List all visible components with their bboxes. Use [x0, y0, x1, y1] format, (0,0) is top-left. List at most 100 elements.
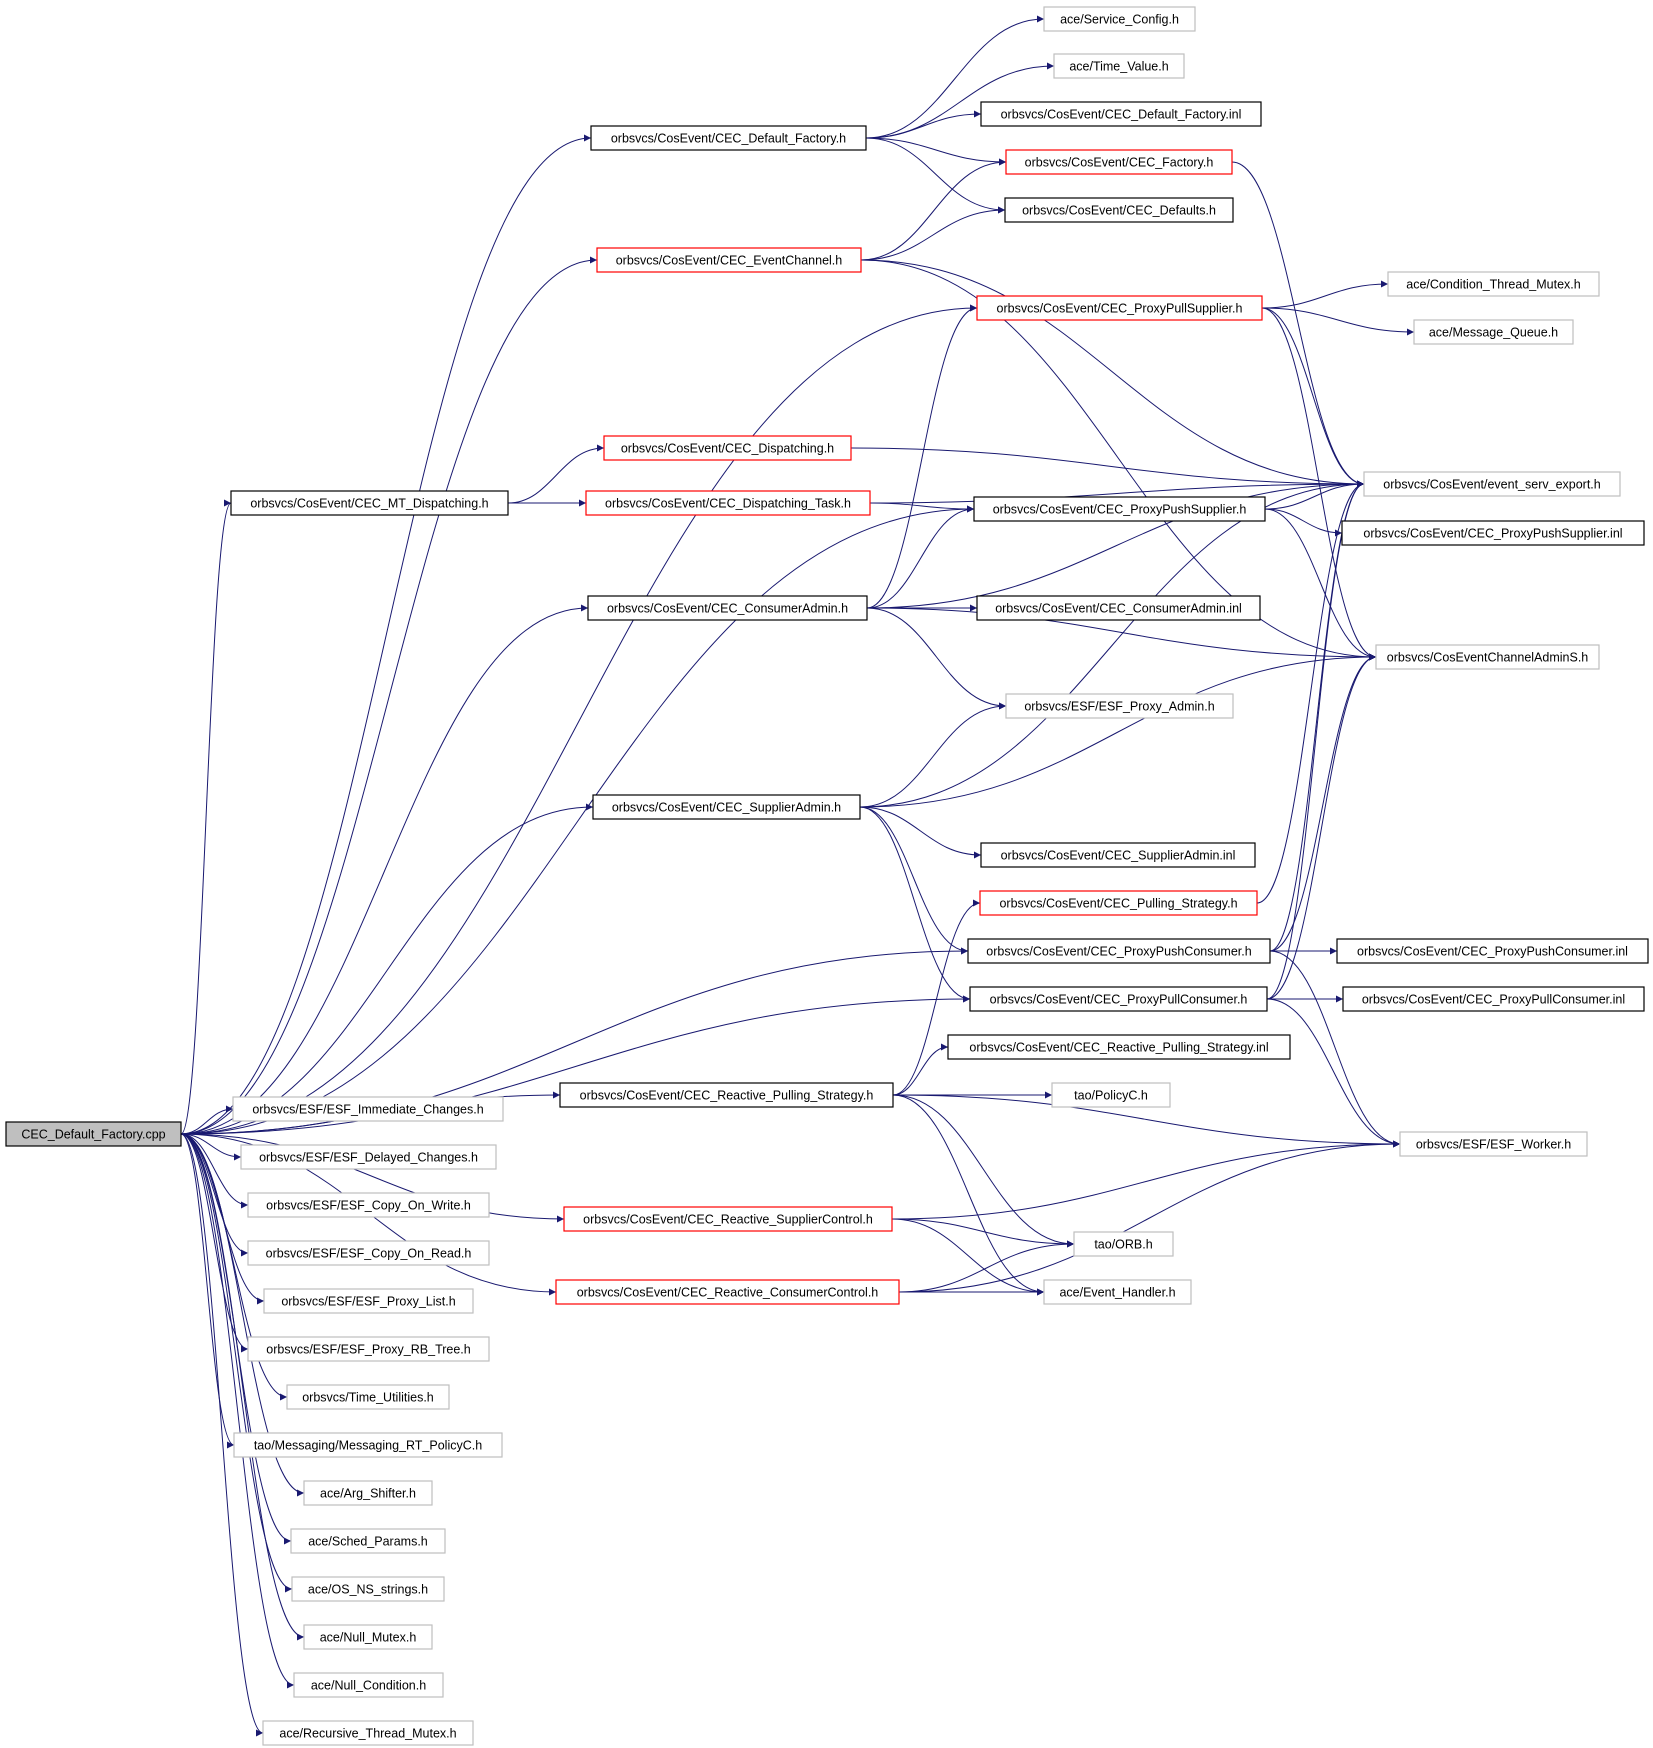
node-pulling-strategy-h[interactable]: orbsvcs/CosEvent/CEC_Pulling_Strategy.h — [979, 890, 1258, 916]
node-def-factory-inl[interactable]: orbsvcs/CosEvent/CEC_Default_Factory.inl — [980, 101, 1262, 127]
node-esf-delayed[interactable]: orbsvcs/ESF/ESF_Delayed_Changes.h — [240, 1144, 497, 1170]
node-box — [1005, 149, 1233, 175]
node-consumeradmin-h[interactable]: orbsvcs/CosEvent/CEC_ConsumerAdmin.h — [587, 595, 868, 621]
node-box — [1375, 644, 1600, 670]
node-reactive-supplierctl-h[interactable]: orbsvcs/CosEvent/CEC_Reactive_SupplierCo… — [563, 1206, 893, 1232]
node-proxypullsupplier-h[interactable]: orbsvcs/CosEvent/CEC_ProxyPullSupplier.h — [976, 295, 1263, 321]
edge-root-to-null_condition — [180, 1133, 295, 1689]
node-esf-proxy-rb-tree[interactable]: orbsvcs/ESF/ESF_Proxy_RB_Tree.h — [247, 1336, 490, 1362]
node-box — [555, 1279, 900, 1305]
node-esf-copy-on-write[interactable]: orbsvcs/ESF/ESF_Copy_On_Write.h — [247, 1192, 490, 1218]
node-box — [1413, 319, 1574, 345]
node-box — [5, 1121, 182, 1147]
node-defaults-h[interactable]: orbsvcs/CosEvent/CEC_Defaults.h — [1004, 197, 1234, 223]
edge-reactive_supplierctl_h-to-event_handler — [891, 1218, 1045, 1296]
node-box — [232, 1096, 504, 1122]
node-messaging-rt-policyc[interactable]: tao/Messaging/Messaging_RT_PolicyC.h — [233, 1432, 503, 1458]
node-box — [969, 986, 1268, 1012]
node-proxypushsupplier-inl[interactable]: orbsvcs/CosEvent/CEC_ProxyPushSupplier.i… — [1341, 520, 1645, 546]
node-esf-proxy-list[interactable]: orbsvcs/ESF/ESF_Proxy_List.h — [263, 1288, 474, 1314]
node-label: orbsvcs/CosEvent/CEC_ProxyPushSupplier.i… — [1363, 527, 1622, 541]
edge-proxypullsupplier_h-to-cosevent_admin_s — [1261, 307, 1377, 661]
node-box — [262, 1720, 474, 1746]
node-cond-thread-mutex[interactable]: ace/Condition_Thread_Mutex.h — [1387, 271, 1600, 297]
node-proxypushconsumer-h[interactable]: orbsvcs/CosEvent/CEC_ProxyPushConsumer.h — [967, 938, 1271, 964]
node-box — [1043, 1279, 1192, 1305]
node-box — [286, 1384, 450, 1410]
edge-supplieradmin_h-to-proxypullconsumer_h — [859, 806, 971, 1003]
node-message-queue[interactable]: ace/Message_Queue.h — [1413, 319, 1574, 345]
node-box — [967, 938, 1271, 964]
node-consumeradmin-inl[interactable]: orbsvcs/CosEvent/CEC_ConsumerAdmin.inl — [976, 595, 1261, 621]
node-label: orbsvcs/CosEvent/CEC_Pulling_Strategy.h — [999, 897, 1237, 911]
node-factory-h[interactable]: orbsvcs/CosEvent/CEC_Factory.h — [1005, 149, 1233, 175]
edge-root-to-supplieradmin_h — [180, 803, 594, 1135]
node-supplieradmin-h[interactable]: orbsvcs/CosEvent/CEC_SupplierAdmin.h — [592, 794, 861, 820]
node-label: orbsvcs/CosEvent/CEC_Reactive_Pulling_St… — [969, 1041, 1268, 1055]
node-supplieradmin-inl[interactable]: orbsvcs/CosEvent/CEC_SupplierAdmin.inl — [980, 842, 1256, 868]
node-def-factory-h[interactable]: orbsvcs/CosEvent/CEC_Default_Factory.h — [590, 125, 867, 151]
node-label: orbsvcs/CosEvent/CEC_Dispatching_Task.h — [605, 497, 851, 511]
node-label: ace/Time_Value.h — [1069, 60, 1168, 74]
node-cosevent-admin-s[interactable]: orbsvcs/CosEventChannelAdminS.h — [1375, 644, 1600, 670]
node-box — [263, 1288, 474, 1314]
node-proxypullconsumer-h[interactable]: orbsvcs/CosEvent/CEC_ProxyPullConsumer.h — [969, 986, 1268, 1012]
node-time-utilities[interactable]: orbsvcs/Time_Utilities.h — [286, 1384, 450, 1410]
node-sched-params[interactable]: ace/Sched_Params.h — [290, 1528, 446, 1554]
node-mt-dispatching-h[interactable]: orbsvcs/CosEvent/CEC_MT_Dispatching.h — [230, 490, 509, 516]
edge-dispatching_task_h-to-proxypushsupplier_h — [869, 502, 975, 513]
edge-root-to-eventchannel_h — [180, 256, 598, 1135]
node-esf-worker[interactable]: orbsvcs/ESF/ESF_Worker.h — [1399, 1131, 1588, 1157]
node-arg-shifter[interactable]: ace/Arg_Shifter.h — [303, 1480, 433, 1506]
node-label: ace/Sched_Params.h — [308, 1535, 428, 1549]
node-label: orbsvcs/ESF/ESF_Worker.h — [1416, 1138, 1571, 1152]
node-box — [592, 794, 861, 820]
node-event-handler[interactable]: ace/Event_Handler.h — [1043, 1279, 1192, 1305]
node-proxypushsupplier-h[interactable]: orbsvcs/CosEvent/CEC_ProxyPushSupplier.h — [973, 496, 1266, 522]
node-time-value[interactable]: ace/Time_Value.h — [1053, 53, 1185, 79]
node-esf-immediate[interactable]: orbsvcs/ESF/ESF_Immediate_Changes.h — [232, 1096, 504, 1122]
node-service-config[interactable]: ace/Service_Config.h — [1043, 6, 1196, 32]
node-reactive-pulling-inl[interactable]: orbsvcs/CosEvent/CEC_Reactive_Pulling_St… — [947, 1034, 1291, 1060]
node-policyc[interactable]: tao/PolicyC.h — [1051, 1082, 1171, 1108]
node-label: ace/Null_Mutex.h — [320, 1631, 417, 1645]
node-esf-proxy-admin[interactable]: orbsvcs/ESF/ESF_Proxy_Admin.h — [1005, 693, 1234, 719]
node-proxypushconsumer-inl[interactable]: orbsvcs/CosEvent/CEC_ProxyPushConsumer.i… — [1336, 938, 1649, 964]
node-event-serv-export[interactable]: orbsvcs/CosEvent/event_serv_export.h — [1363, 471, 1621, 497]
node-esf-copy-on-read[interactable]: orbsvcs/ESF/ESF_Copy_On_Read.h — [247, 1240, 490, 1266]
node-null-mutex[interactable]: ace/Null_Mutex.h — [303, 1624, 433, 1650]
edge-supplieradmin_h-to-proxypushconsumer_h — [859, 806, 969, 955]
node-label: orbsvcs/CosEvent/CEC_Dispatching.h — [621, 442, 834, 456]
node-box — [587, 595, 868, 621]
node-reactive-pulling-h[interactable]: orbsvcs/CosEvent/CEC_Reactive_Pulling_St… — [559, 1082, 894, 1108]
node-null-condition[interactable]: ace/Null_Condition.h — [293, 1672, 444, 1698]
node-reactive-consumerctl-h[interactable]: orbsvcs/CosEvent/CEC_Reactive_ConsumerCo… — [555, 1279, 900, 1305]
edge-proxypushsupplier_h-to-cosevent_admin_s — [1264, 508, 1377, 661]
node-label: orbsvcs/ESF/ESF_Delayed_Changes.h — [259, 1151, 478, 1165]
node-label: tao/ORB.h — [1094, 1238, 1152, 1252]
node-box — [290, 1528, 446, 1554]
node-label: orbsvcs/CosEvent/CEC_ProxyPushSupplier.h — [993, 503, 1247, 517]
node-label: ace/Condition_Thread_Mutex.h — [1406, 278, 1580, 292]
node-label: tao/PolicyC.h — [1074, 1089, 1148, 1103]
edge-dispatching_h-to-event_serv_export — [850, 447, 1365, 488]
node-tao-orb[interactable]: tao/ORB.h — [1073, 1231, 1174, 1257]
node-eventchannel-h[interactable]: orbsvcs/CosEvent/CEC_EventChannel.h — [596, 247, 862, 273]
node-proxypullconsumer-inl[interactable]: orbsvcs/CosEvent/CEC_ProxyPullConsumer.i… — [1342, 986, 1645, 1012]
node-label: orbsvcs/CosEvent/event_serv_export.h — [1383, 478, 1601, 492]
node-os-ns-strings[interactable]: ace/OS_NS_strings.h — [291, 1576, 445, 1602]
edge-consumeradmin_h-to-proxypullsupplier_h — [866, 304, 978, 609]
node-label: orbsvcs/ESF/ESF_Proxy_RB_Tree.h — [266, 1343, 471, 1357]
node-label: orbsvcs/CosEvent/CEC_SupplierAdmin.inl — [1001, 849, 1236, 863]
node-label: orbsvcs/CosEvent/CEC_MT_Dispatching.h — [250, 497, 488, 511]
node-box — [240, 1144, 497, 1170]
node-recursive-thread-mutex[interactable]: ace/Recursive_Thread_Mutex.h — [262, 1720, 474, 1746]
edge-supplieradmin_h-to-esf_proxy_admin — [859, 702, 1007, 808]
edge-root-to-esf_immediate — [180, 1105, 234, 1135]
node-dispatching-task-h[interactable]: orbsvcs/CosEvent/CEC_Dispatching_Task.h — [585, 490, 871, 516]
edge-consumeradmin_h-to-proxypushsupplier_h — [866, 505, 975, 609]
node-dispatching-h[interactable]: orbsvcs/CosEvent/CEC_Dispatching.h — [603, 435, 852, 461]
edge-eventchannel_h-to-factory_h — [860, 158, 1007, 261]
node-box — [230, 490, 509, 516]
